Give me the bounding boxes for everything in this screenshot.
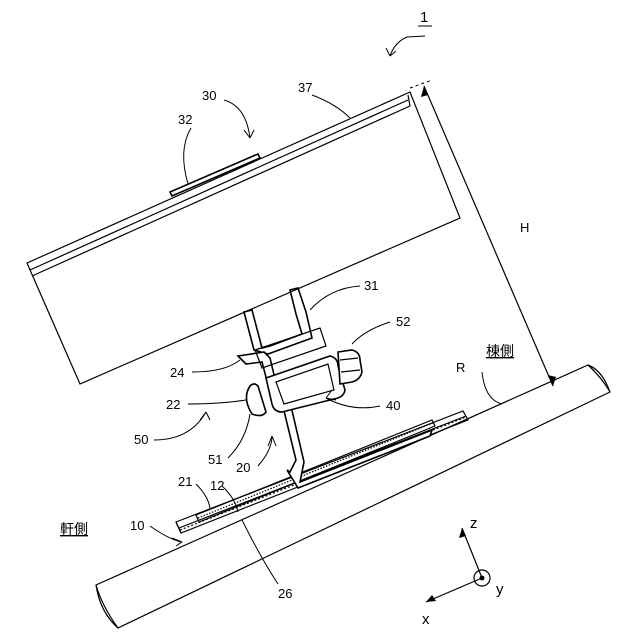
label-junction: 32 <box>178 112 192 127</box>
label-clamp-body: 22 <box>166 397 180 412</box>
label-clamp-top: 24 <box>170 365 184 380</box>
label-bolt-head: 52 <box>396 314 410 329</box>
label-bracket: 20 <box>236 460 250 475</box>
label-assembly: 1 <box>420 9 428 26</box>
label-base-plate: 21 <box>178 474 192 489</box>
dimension-h <box>410 80 556 386</box>
label-fastener-assembly: 50 <box>134 432 148 447</box>
leader-lines <box>150 36 502 584</box>
axis-indicator <box>426 528 490 602</box>
label-roof-surface: R <box>456 360 465 375</box>
label-axis-x: x <box>422 611 430 628</box>
labels: 1 30 37 32 H 31 52 棟側 R 24 22 40 50 51 2… <box>60 9 529 628</box>
label-eaves-side: 軒側 <box>60 522 88 538</box>
label-sheet: 12 <box>210 478 224 493</box>
label-height: H <box>520 220 529 235</box>
label-roof: 10 <box>130 518 144 533</box>
solar-panel-30 <box>27 92 460 384</box>
label-ridge-side: 棟側 <box>486 344 514 360</box>
label-axis-z: z <box>470 515 478 532</box>
label-rail: 31 <box>364 278 378 293</box>
label-panel-frame: 37 <box>298 80 312 95</box>
label-washer: 51 <box>208 452 222 467</box>
label-nut-block: 40 <box>386 398 400 413</box>
label-panel: 30 <box>202 88 216 103</box>
label-corrugation: 26 <box>278 586 292 601</box>
label-axis-y: y <box>496 581 504 598</box>
